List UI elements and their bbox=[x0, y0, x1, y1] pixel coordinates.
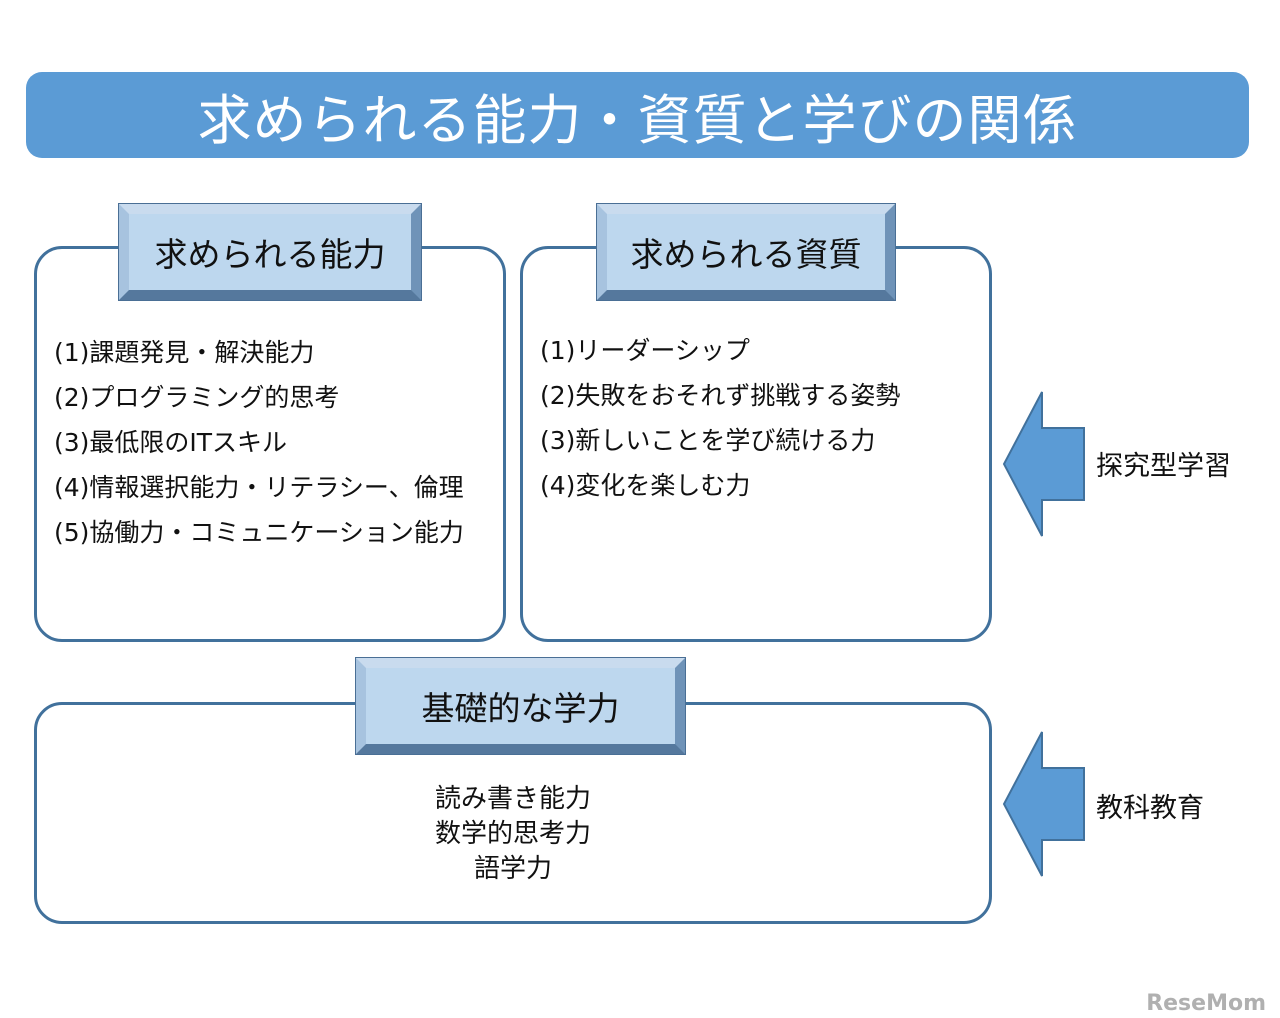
title-banner: 求められる能力・資質と学びの関係 bbox=[26, 72, 1249, 158]
list-item: (3)新しいことを学び続ける力 bbox=[540, 426, 876, 455]
qualities-header-label: 求められる資質 bbox=[630, 235, 862, 274]
qualities-box bbox=[520, 246, 992, 642]
list-item: 読み書き能力 bbox=[434, 784, 591, 814]
subject-education-label: 教科教育 bbox=[1096, 793, 1204, 824]
list-item: (2)失敗をおそれず挑戦する姿勢 bbox=[540, 381, 901, 410]
qualities-header: 求められる資質 bbox=[596, 203, 896, 301]
arrow-left-icon bbox=[1002, 731, 1085, 877]
list-item: (5)協働力・コミュニケーション能力 bbox=[54, 518, 464, 547]
abilities-box bbox=[34, 246, 506, 642]
arrow-left-icon bbox=[1002, 391, 1085, 537]
list-item: 語学力 bbox=[473, 854, 552, 884]
list-item: (2)プログラミング的思考 bbox=[54, 383, 340, 412]
list-item: (4)情報選択能力・リテラシー、倫理 bbox=[54, 473, 464, 502]
list-item: (3)最低限のITスキル bbox=[54, 428, 288, 457]
resemom-logo: ReseMom bbox=[1146, 991, 1266, 1016]
abilities-header: 求められる能力 bbox=[118, 203, 422, 301]
list-item: (1)リーダーシップ bbox=[540, 336, 750, 365]
qualities-list: (1)リーダーシップ (2)失敗をおそれず挑戦する姿勢 (3)新しいことを学び続… bbox=[540, 328, 900, 508]
list-item: (1)課題発見・解決能力 bbox=[54, 338, 315, 367]
abilities-header-label: 求められる能力 bbox=[154, 235, 386, 274]
inquiry-learning-label: 探究型学習 bbox=[1096, 451, 1231, 482]
basic-list: 読み書き能力 数学的思考力 語学力 bbox=[34, 782, 992, 887]
abilities-list: (1)課題発見・解決能力 (2)プログラミング的思考 (3)最低限のITスキル … bbox=[54, 330, 464, 555]
basic-header: 基礎的な学力 bbox=[355, 657, 686, 755]
basic-header-label: 基礎的な学力 bbox=[421, 689, 620, 728]
list-item: (4)変化を楽しむ力 bbox=[540, 471, 751, 500]
page-title: 求められる能力・資質と学びの関係 bbox=[197, 88, 1078, 152]
list-item: 数学的思考力 bbox=[434, 819, 591, 849]
